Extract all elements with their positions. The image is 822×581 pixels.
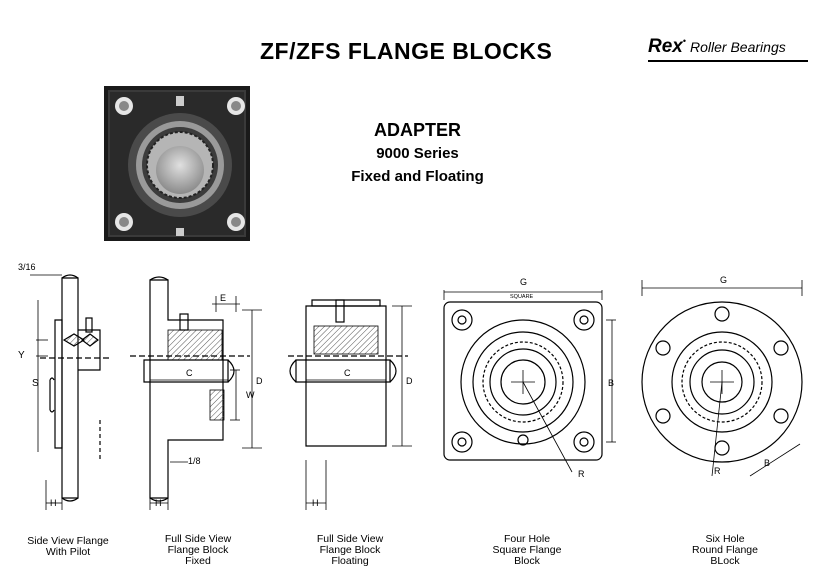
- dim-r-label-1: R: [578, 469, 585, 479]
- dim-g-label-2: G: [720, 275, 727, 285]
- brand-suffix: Roller Bearings: [690, 39, 786, 55]
- caption-six-hole: Six Hole Round Flange BLock: [665, 534, 785, 567]
- six-hole-round-drawing: [641, 280, 803, 477]
- caption-line: Fixed: [185, 555, 211, 567]
- caption-line: Four Hole: [503, 533, 551, 545]
- subtitle-series: 9000 Series: [376, 145, 459, 162]
- dim-w-label: W: [246, 390, 255, 400]
- brand-name: Rex: [648, 36, 683, 57]
- subtitle-fixed-floating: Fixed and Floating: [351, 168, 484, 185]
- caption-line: With Pilot: [45, 546, 91, 558]
- caption-line: Six Hole: [705, 533, 745, 545]
- caption-full-fixed: Full Side View Flange Block Fixed: [138, 534, 258, 567]
- caption-side-pilot: Side View Flange With Pilot: [8, 536, 128, 558]
- caption-line: Round Flange: [692, 544, 758, 556]
- caption-line: Side View Flange: [27, 535, 109, 547]
- brand-logo: Rex•Roller Bearings: [648, 36, 808, 62]
- dim-1-8-label: 1/8: [188, 456, 201, 466]
- page-title: ZF/ZFS FLANGE BLOCKS: [260, 38, 553, 64]
- full-side-floating-drawing: [288, 299, 412, 510]
- dim-y-label: Y: [18, 350, 25, 361]
- dim-square-label: SQUARE: [510, 294, 534, 300]
- dim-d-label-2: D: [406, 376, 413, 386]
- dim-g-label-1: G: [520, 277, 527, 287]
- subtitle-adapter: ADAPTER: [373, 120, 461, 140]
- dim-b-label-2: B: [764, 458, 770, 468]
- caption-line: Full Side View: [316, 533, 384, 545]
- caption-line: Full Side View: [164, 533, 232, 545]
- dim-s-label: S: [32, 378, 39, 389]
- dim-b-label-1: B: [608, 378, 614, 388]
- dim-r-label-2: R: [714, 466, 721, 476]
- dim-e-label: E: [220, 293, 226, 303]
- side-view-pilot-drawing: [30, 274, 112, 510]
- caption-four-hole: Four Hole Square Flange Block: [467, 534, 587, 567]
- dim-d-label-1: D: [256, 376, 263, 386]
- caption-line: Floating: [331, 555, 369, 567]
- product-photo: [104, 86, 250, 241]
- dim-h-label-3: H: [312, 498, 319, 508]
- caption-line: Block: [514, 555, 540, 567]
- dim-c-label-2: C: [344, 368, 351, 378]
- full-side-fixed-drawing: [130, 276, 262, 510]
- dim-h-label-2: H: [155, 498, 162, 508]
- caption-line: Flange Block: [319, 544, 381, 556]
- caption-line: Flange Block: [167, 544, 229, 556]
- dim-c-label-1: C: [186, 368, 193, 378]
- dim-h-label-1: H: [50, 498, 57, 508]
- dim-3-16-label: 3/16: [18, 262, 36, 272]
- caption-line: BLock: [710, 555, 740, 567]
- four-hole-square-drawing: [443, 290, 616, 473]
- caption-full-floating: Full Side View Flange Block Floating: [290, 534, 410, 567]
- caption-line: Square Flange: [492, 544, 562, 556]
